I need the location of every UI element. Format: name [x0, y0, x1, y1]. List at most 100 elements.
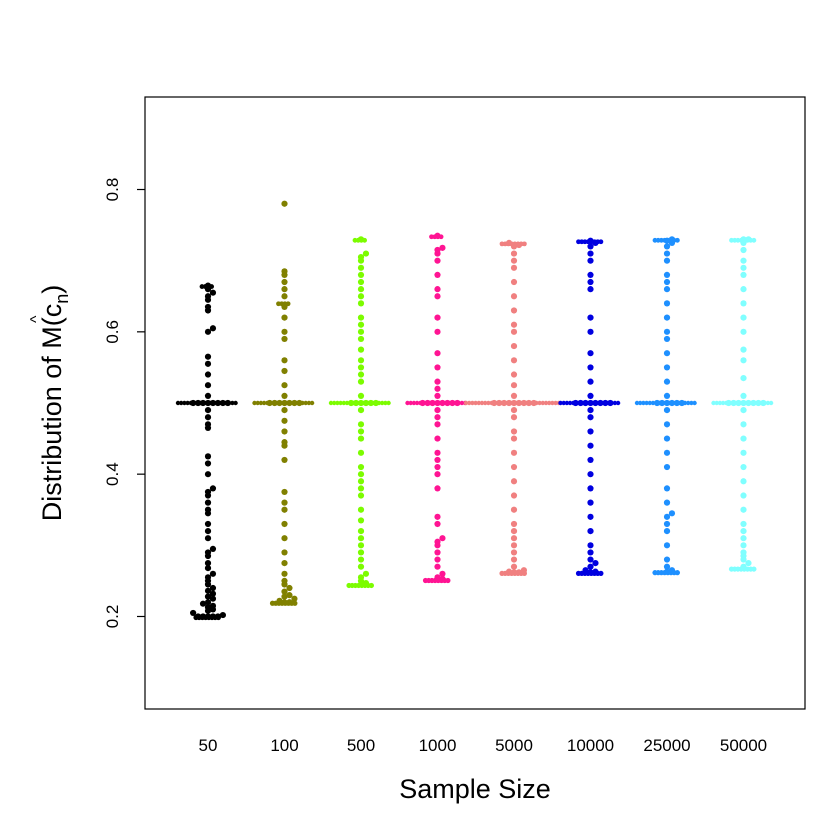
- data-point: [204, 328, 212, 335]
- center-point: [277, 400, 283, 406]
- data-point: [204, 604, 212, 611]
- center-point: [663, 400, 668, 406]
- y-axis-title-subscript: n: [52, 294, 72, 304]
- center-point: [227, 400, 232, 406]
- points-layer: [175, 200, 774, 621]
- data-point: [357, 517, 365, 524]
- x-tick-label: 500: [347, 736, 375, 755]
- data-point: [510, 506, 518, 513]
- data-point: [434, 520, 441, 528]
- max-cluster-point: [675, 237, 680, 243]
- center-point: [534, 400, 539, 406]
- center-point: [351, 400, 356, 406]
- series-50000: [711, 236, 774, 572]
- max-cluster-point: [438, 234, 444, 240]
- data-point: [510, 407, 518, 414]
- data-point: [434, 328, 441, 335]
- center-point: [421, 400, 426, 406]
- x-tick-label: 5000: [495, 736, 533, 755]
- center-point: [450, 400, 455, 406]
- data-point: [663, 300, 671, 307]
- data-point: [209, 570, 217, 577]
- center-point: [274, 400, 280, 406]
- data-point: [362, 570, 370, 577]
- data-point: [204, 293, 212, 300]
- data-point: [740, 300, 747, 307]
- center-point: [297, 400, 302, 406]
- data-point: [434, 463, 441, 471]
- max-cluster-point: [598, 239, 604, 245]
- center-point: [524, 400, 529, 406]
- data-point: [587, 414, 594, 421]
- data-point: [357, 556, 365, 563]
- center-point: [300, 400, 305, 406]
- y-axis-title-hat: ^: [28, 315, 45, 323]
- data-point: [204, 407, 212, 414]
- center-point: [437, 400, 442, 406]
- data-point: [663, 335, 671, 343]
- data-point: [357, 314, 365, 321]
- data-point: [510, 449, 518, 456]
- data-point: [587, 485, 594, 492]
- data-point: [204, 382, 212, 389]
- center-point: [660, 400, 665, 406]
- data-point: [434, 392, 441, 399]
- center-point: [332, 400, 337, 406]
- data-point: [740, 549, 747, 556]
- center-point: [692, 400, 697, 406]
- data-point: [357, 421, 365, 428]
- center-point: [430, 400, 436, 406]
- data-point: [439, 570, 446, 577]
- data-point: [357, 357, 365, 364]
- data-point: [209, 590, 217, 597]
- x-tick-label: 25000: [643, 736, 690, 755]
- data-point: [587, 407, 594, 414]
- min-cluster-point: [445, 577, 451, 584]
- data-point: [434, 271, 441, 279]
- y-axis-title-suffix: ): [37, 285, 67, 294]
- data-point: [434, 556, 441, 563]
- data-point: [740, 357, 747, 364]
- center-point: [650, 400, 656, 406]
- svg-text:Distribution of M(cn): Distribution of M(cn): [37, 285, 72, 522]
- data-point: [663, 463, 671, 471]
- center-point: [612, 400, 618, 406]
- center-point: [265, 400, 270, 406]
- center-point: [603, 400, 608, 406]
- data-point: [204, 560, 212, 567]
- center-point: [752, 400, 758, 406]
- data-point: [663, 563, 671, 570]
- data-point: [668, 510, 676, 517]
- center-point: [502, 400, 507, 406]
- center-point: [179, 400, 184, 406]
- center-point: [281, 400, 286, 406]
- center-point: [479, 400, 485, 406]
- data-point: [281, 593, 288, 600]
- data-point: [357, 435, 365, 442]
- center-point: [762, 400, 767, 406]
- center-point: [644, 400, 649, 406]
- data-point: [204, 506, 212, 513]
- center-point: [746, 400, 751, 406]
- data-point: [357, 449, 365, 456]
- data-point: [587, 278, 594, 286]
- data-point: [204, 353, 212, 360]
- y-axis-title: Distribution of M(cn) ^: [28, 285, 72, 522]
- center-point: [284, 400, 289, 406]
- center-point: [550, 400, 555, 406]
- min-cluster-point: [598, 570, 604, 576]
- data-point: [587, 527, 594, 535]
- data-point: [281, 328, 288, 335]
- data-point: [281, 535, 288, 542]
- data-point: [199, 600, 207, 607]
- data-point: [357, 428, 365, 435]
- data-point: [204, 453, 212, 460]
- center-point: [654, 400, 659, 406]
- data-point: [434, 378, 441, 385]
- center-point: [670, 400, 675, 406]
- data-point: [209, 325, 217, 332]
- center-point: [211, 400, 216, 406]
- center-point: [335, 400, 340, 406]
- x-tick-label: 50000: [720, 736, 767, 755]
- center-point: [446, 400, 452, 406]
